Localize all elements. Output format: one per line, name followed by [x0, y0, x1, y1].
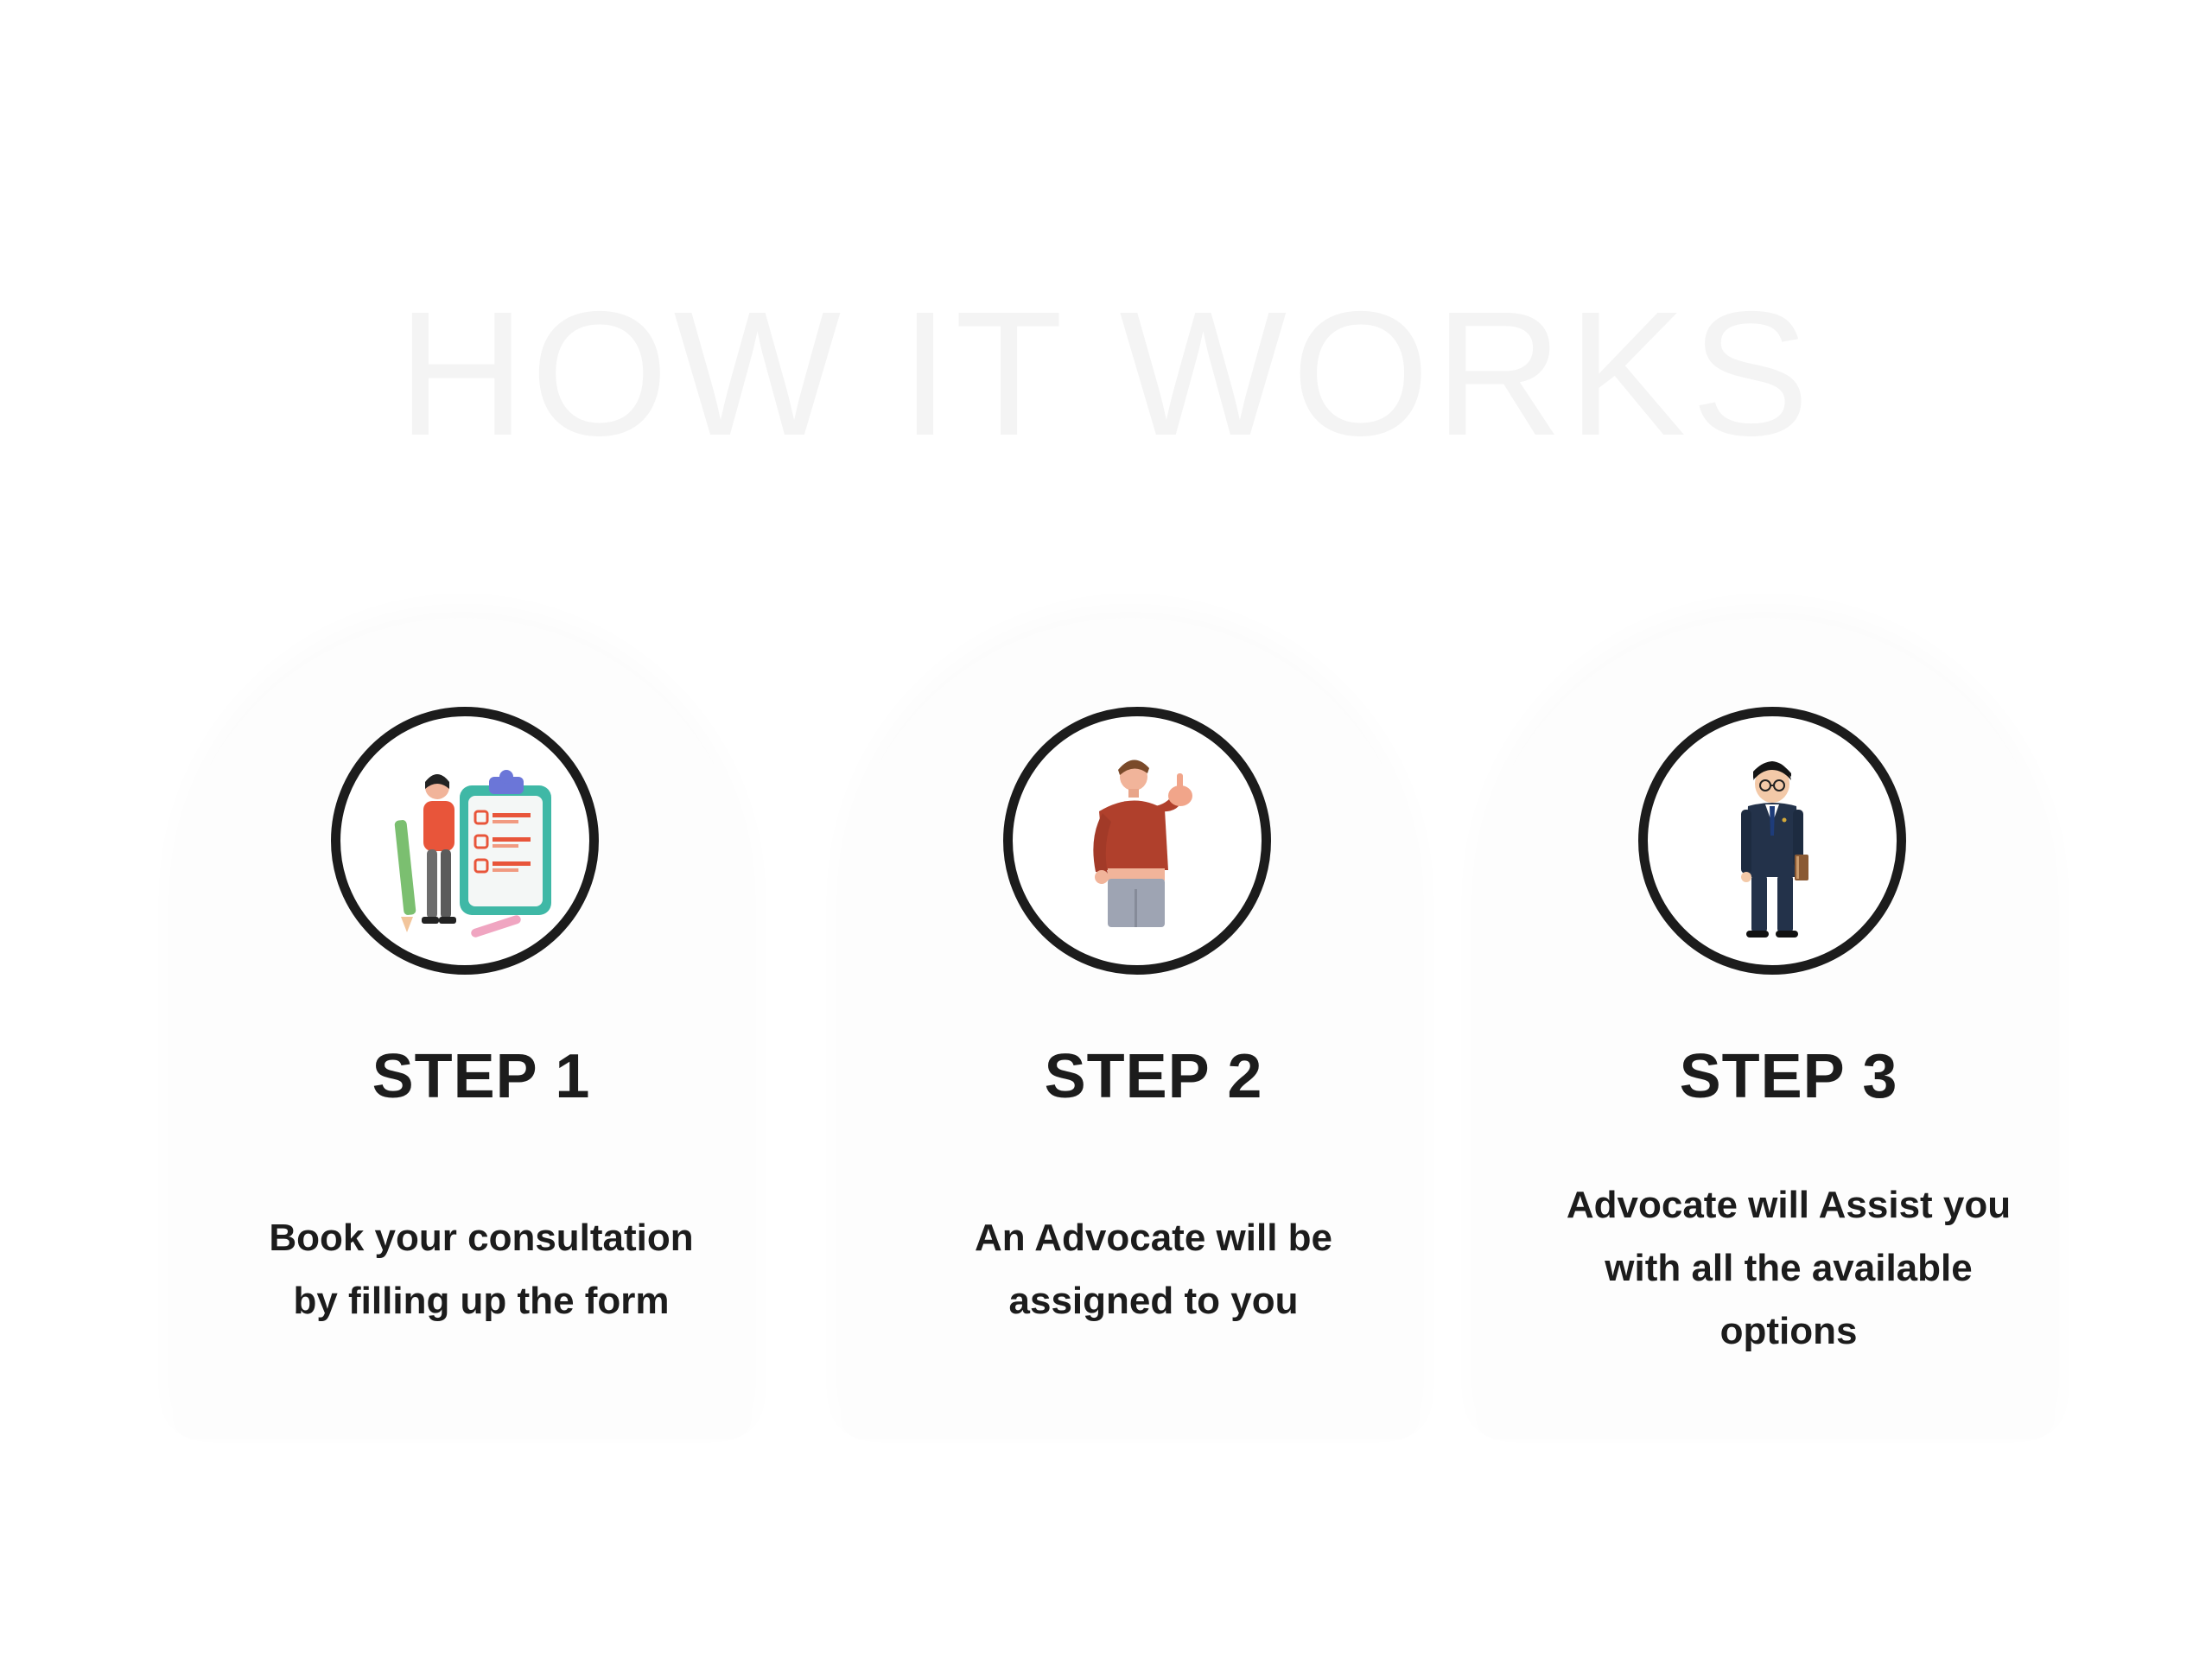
step-2-description-line: An Advocate will be: [974, 1217, 1332, 1259]
step-1-title: STEP 1: [372, 1042, 591, 1111]
woman-with-clipboard-icon: [394, 770, 551, 938]
step-2-description: An Advocate will be assigned to you: [912, 1206, 1395, 1332]
step-1-description-line: by filling up the form: [293, 1280, 670, 1322]
step-2-illustration-frame: [1003, 707, 1271, 975]
step-3-description-line: with all the available: [1605, 1247, 1973, 1289]
step-2-title: STEP 2: [1044, 1042, 1263, 1111]
step-2-description-line: assigned to you: [1008, 1280, 1299, 1322]
step-3-title: STEP 3: [1679, 1042, 1898, 1111]
lawyer-in-suit-icon: [1741, 761, 1808, 938]
step-3-description-line: options: [1719, 1310, 1858, 1352]
step-1-description-line: Book your consultation: [269, 1217, 694, 1259]
step-3-illustration-frame: [1638, 707, 1906, 975]
step-3-description: Advocate will Assist you with all the av…: [1547, 1173, 2031, 1363]
step-1-description: Book your consultation by filling up the…: [239, 1206, 723, 1332]
step-1-illustration-frame: [331, 707, 599, 975]
section-heading: HOW IT WORKS: [397, 275, 1815, 473]
man-pointing-icon: [1093, 760, 1192, 927]
step-3-description-line: Advocate will Assist you: [1566, 1184, 2012, 1226]
